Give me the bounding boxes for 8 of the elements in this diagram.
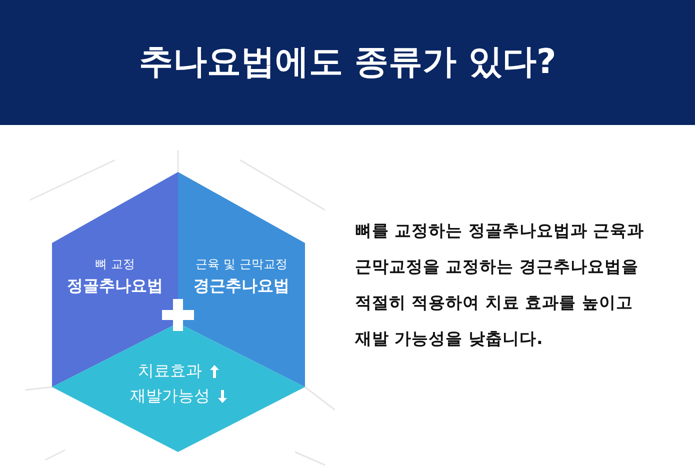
description-paragraph: 뼈를 교정하는 정골추나요법과 근육과 근막교정을 교정하는 경근추나요법을 적절히 적용하여 치료 효과를 높이고 재발 가능성을 낮춥니다. — [355, 220, 646, 350]
sub-heading: 뼈 교정 — [95, 257, 135, 272]
title: 추나요법에도 종류가 있다? — [138, 41, 556, 84]
method-heading: 경근추나요법 — [194, 276, 290, 296]
effect-text: 재발가능성 — [130, 386, 210, 406]
method-heading: 정골추나요법 — [67, 276, 163, 296]
effect-text: 치료효과 — [138, 361, 202, 381]
sub-heading: 근육 및 근막교정 — [196, 257, 288, 272]
